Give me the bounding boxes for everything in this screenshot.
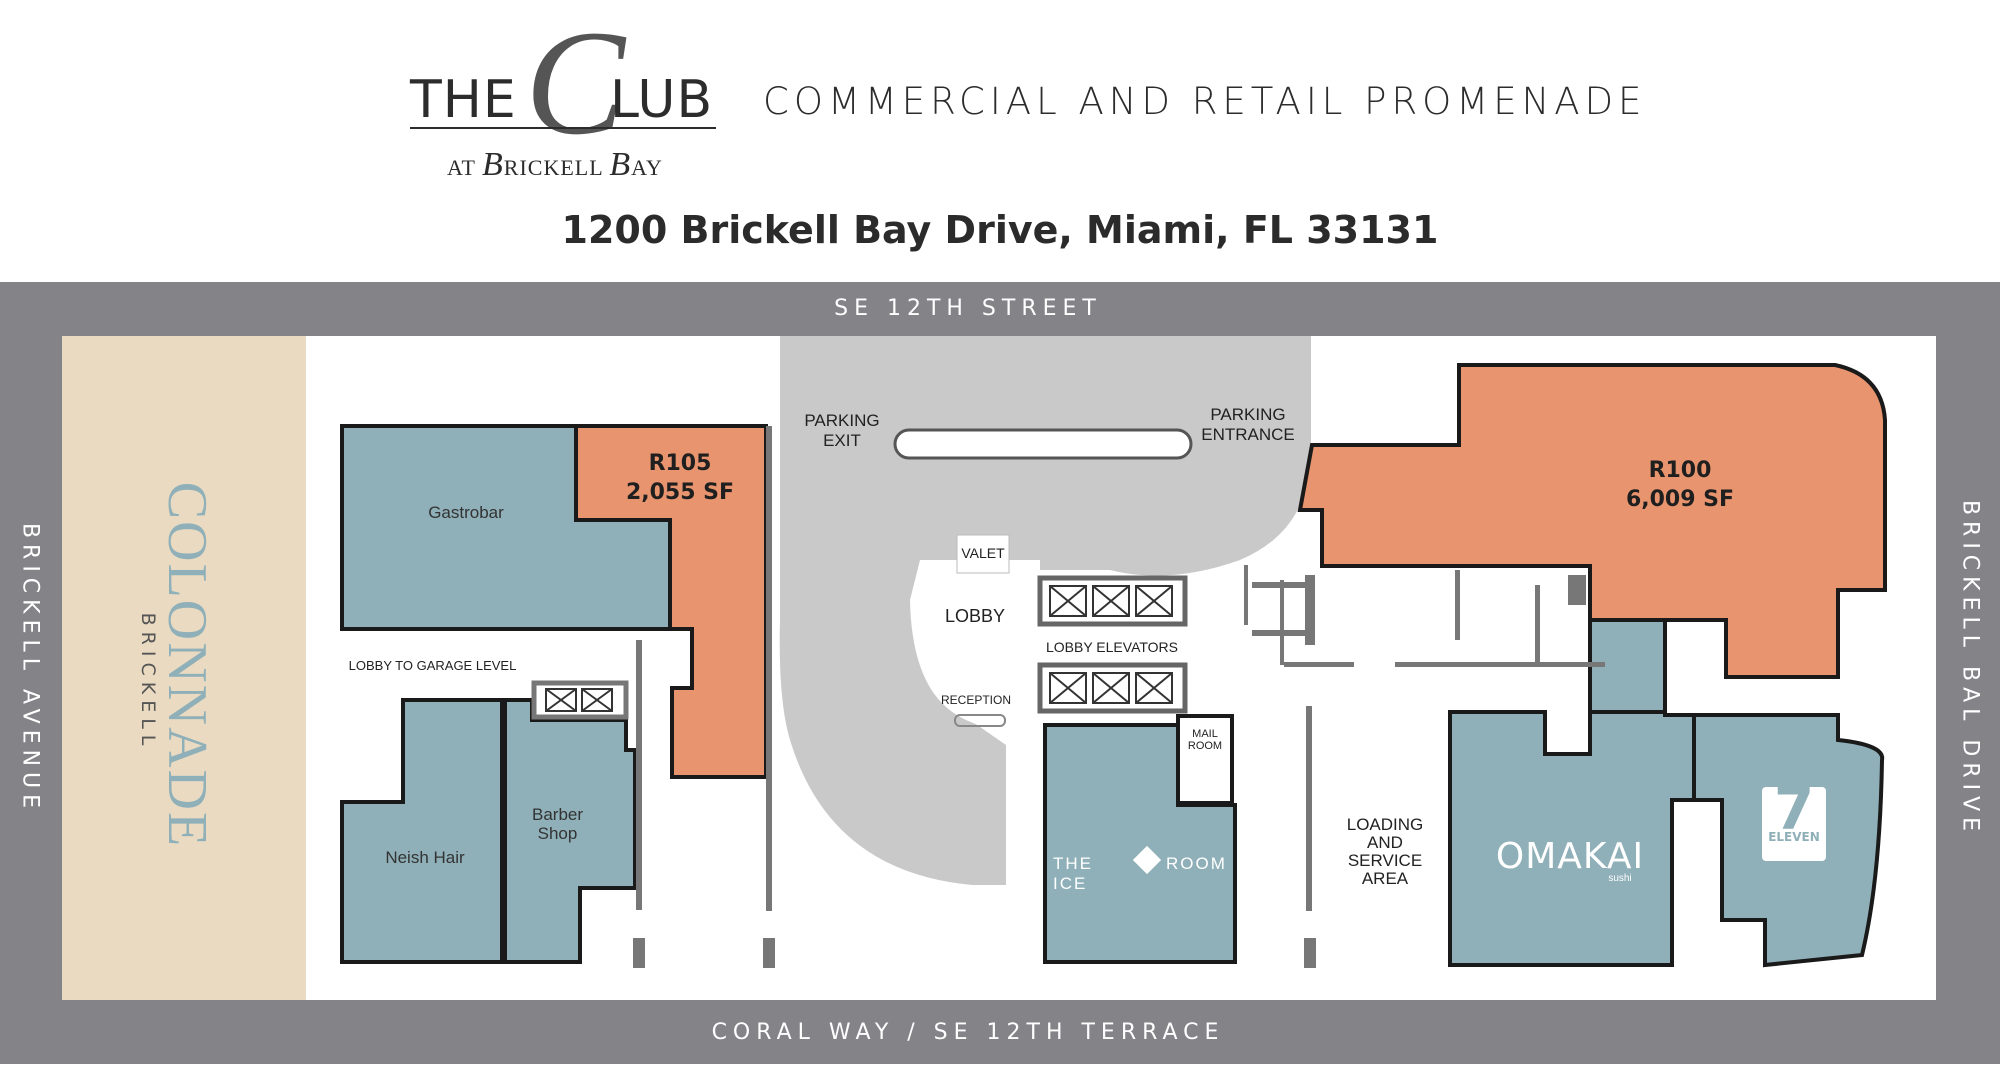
lobby-area bbox=[914, 580, 1040, 730]
column-block-3 bbox=[1304, 938, 1316, 968]
service-wall-4 bbox=[1252, 630, 1312, 636]
column-strip-1 bbox=[636, 640, 642, 910]
logo-at-brickell-bay: AT BRICKELL BAY bbox=[447, 146, 663, 183]
lobby-label: LOBBY bbox=[944, 606, 1006, 626]
column-block-2 bbox=[763, 938, 775, 968]
service-wall-10 bbox=[1568, 575, 1586, 605]
service-wall-5 bbox=[1284, 662, 1354, 667]
parking-entrance-label-1: PARKING bbox=[1210, 405, 1286, 424]
stair-unit bbox=[545, 688, 577, 712]
ice-room-label-1: THE ICE bbox=[1053, 854, 1093, 893]
loading-label-2: AND bbox=[1367, 833, 1403, 852]
seven-eleven-digit: 7 bbox=[1773, 775, 1815, 843]
seven-eleven-logo bbox=[1762, 787, 1826, 861]
service-wall-1 bbox=[1244, 565, 1248, 625]
column-strip-3 bbox=[1306, 706, 1312, 911]
r100-area: 6,009 SF bbox=[1625, 487, 1735, 512]
omakai-label: OMAKAI bbox=[1495, 836, 1645, 877]
street-south: CORAL WAY / SE 12TH TERRACE bbox=[711, 1020, 1225, 1045]
r100-id: R100 bbox=[1648, 458, 1712, 483]
colonnade-band bbox=[62, 336, 306, 1000]
logo-rule bbox=[410, 127, 716, 129]
logo-the-text: THE bbox=[410, 70, 517, 130]
mail-room-label-2: ROOM bbox=[1187, 740, 1223, 752]
lobby-elevators-label: LOBBY ELEVATORS bbox=[1026, 634, 1198, 660]
r105-area: 2,055 SF bbox=[625, 480, 735, 505]
mail-room bbox=[1176, 714, 1234, 805]
parking-entrance-label-2: ENTRANCE bbox=[1201, 425, 1295, 444]
column-strip-2 bbox=[766, 426, 772, 911]
logo-c-letter: C bbox=[525, 0, 626, 166]
loading-label-4: AREA bbox=[1361, 869, 1409, 888]
service-wall-9 bbox=[1535, 585, 1540, 667]
r105-id: R105 bbox=[648, 451, 712, 476]
valet-label: VALET bbox=[961, 545, 1005, 561]
neish-hair-label: Neish Hair bbox=[385, 848, 465, 867]
stair-unit bbox=[581, 688, 613, 712]
ice-room-label-2: ROOM bbox=[1166, 854, 1227, 873]
lobby-garage-label: LOBBY TO GARAGE LEVEL bbox=[348, 658, 517, 673]
service-wall-8 bbox=[1455, 570, 1460, 640]
barber-label-1: Barber bbox=[531, 805, 584, 824]
column-block-1 bbox=[633, 938, 645, 968]
driveway bbox=[779, 336, 1311, 885]
service-wall-6 bbox=[1305, 575, 1315, 645]
tagline: COMMERCIAL AND RETAIL PROMENADE bbox=[763, 80, 1647, 123]
neish-hair-unit bbox=[340, 698, 504, 964]
street-north: SE 12TH STREET bbox=[834, 296, 1102, 321]
reception-desk-icon bbox=[954, 714, 1006, 727]
omakai-sub-label: sushi bbox=[1608, 873, 1632, 884]
logo-lub-text: LUB bbox=[610, 70, 714, 130]
service-wall-7 bbox=[1395, 662, 1605, 667]
address: 1200 Brickell Bay Drive, Miami, FL 33131 bbox=[561, 208, 1439, 252]
elevator-car bbox=[1135, 585, 1173, 617]
service-wall-3 bbox=[1252, 582, 1312, 588]
elevator-car bbox=[1092, 672, 1130, 704]
parking-bar bbox=[893, 428, 1193, 460]
loading-label-3: SERVICE bbox=[1347, 851, 1423, 870]
loading-label-1: LOADING bbox=[1346, 815, 1424, 834]
reception-label: RECEPTION bbox=[940, 693, 1011, 707]
mail-room-label-1: MAIL bbox=[1192, 728, 1218, 740]
seven-eleven-label: ELEVEN bbox=[1762, 830, 1826, 844]
service-wall-2 bbox=[1280, 580, 1284, 665]
elevator-car bbox=[1135, 672, 1173, 704]
r100-unit bbox=[1297, 363, 1887, 679]
seven-eleven-unit bbox=[1588, 618, 1885, 968]
barber-label-2: Shop bbox=[537, 824, 578, 843]
elevator-car bbox=[1049, 672, 1087, 704]
gastrobar-label: Gastrobar bbox=[428, 503, 504, 522]
parking-exit-label-1: PARKING bbox=[804, 411, 880, 430]
elevator-car bbox=[1092, 585, 1130, 617]
elevator-car bbox=[1049, 585, 1087, 617]
valet-box bbox=[956, 534, 1010, 574]
parking-exit-label-2: EXIT bbox=[823, 431, 861, 450]
